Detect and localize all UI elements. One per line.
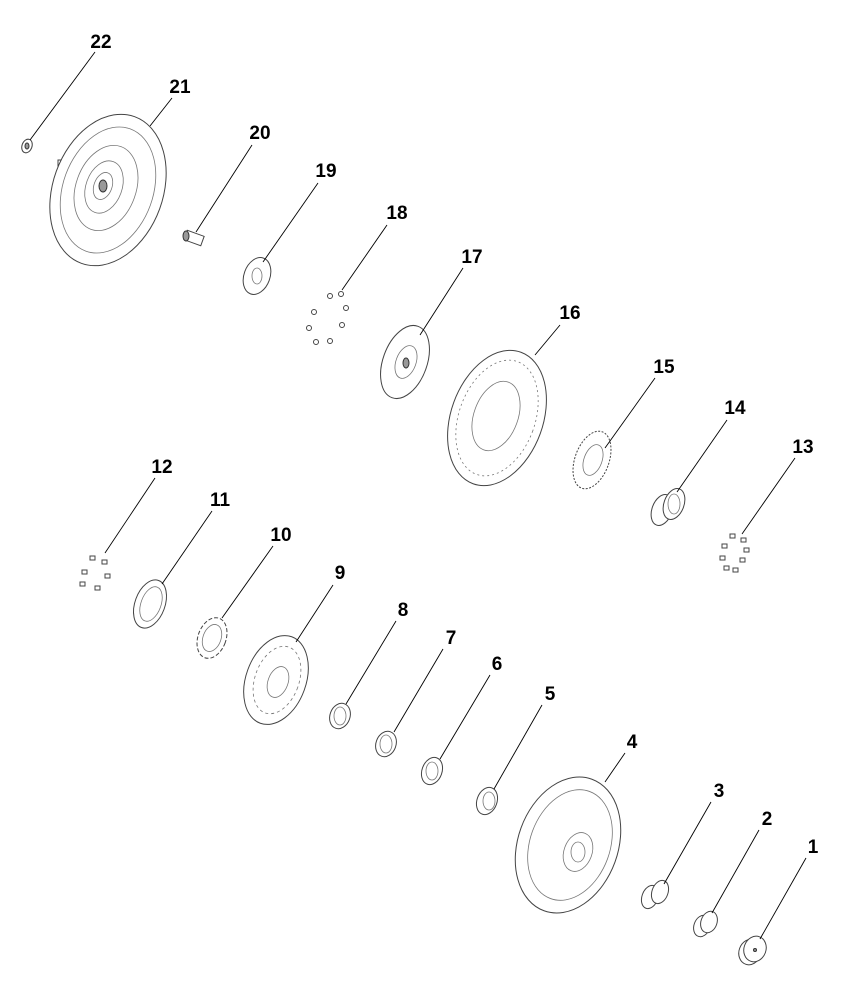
part-4 (514, 776, 622, 914)
callout-12: 12 (151, 457, 172, 478)
leader-15 (604, 377, 656, 449)
callout-labels: 1 2 3 4 5 6 7 8 9 10 11 12 13 14 15 16 1… (90, 32, 818, 858)
part-8 (329, 702, 351, 730)
part-16 (447, 349, 547, 487)
leader-14 (676, 419, 728, 493)
leader-22 (29, 51, 96, 141)
leader-1 (759, 857, 807, 940)
callout-14: 14 (724, 398, 746, 419)
callout-1: 1 (808, 837, 819, 858)
part-11 (133, 579, 167, 629)
leader-lines (29, 51, 807, 940)
callout-16: 16 (559, 303, 580, 324)
part-5 (475, 786, 499, 816)
part-6 (420, 756, 444, 786)
callout-8: 8 (398, 600, 409, 621)
part-20 (182, 229, 205, 247)
callout-4: 4 (627, 732, 638, 753)
part-18-bolts (306, 291, 349, 345)
callout-13: 13 (792, 437, 813, 458)
callout-15: 15 (653, 357, 675, 378)
callout-20: 20 (249, 123, 270, 144)
callout-2: 2 (762, 809, 773, 830)
callout-11: 11 (210, 490, 231, 511)
part-12-pieces (79, 555, 111, 591)
leader-7 (393, 648, 444, 733)
callout-22: 22 (90, 32, 111, 53)
leader-10 (221, 545, 274, 619)
callout-18: 18 (386, 203, 407, 224)
leader-12 (104, 477, 156, 554)
part-14 (650, 488, 686, 526)
leader-20 (195, 144, 253, 233)
callout-7: 7 (446, 628, 457, 649)
callout-5: 5 (545, 684, 556, 705)
leader-3 (663, 801, 712, 885)
part-3 (640, 879, 670, 910)
callout-17: 17 (461, 247, 482, 268)
leader-4 (604, 752, 626, 783)
leader-13 (741, 457, 796, 535)
leader-17 (419, 267, 464, 336)
part-13-pieces (719, 533, 750, 573)
part-9 (243, 635, 309, 725)
leader-16 (534, 324, 561, 356)
leader-2 (711, 829, 760, 914)
leader-9 (295, 584, 334, 643)
leader-11 (161, 510, 213, 585)
callout-19: 19 (315, 161, 336, 182)
callout-10: 10 (270, 525, 291, 546)
leader-5 (493, 704, 543, 790)
callout-21: 21 (169, 77, 191, 98)
part-2 (693, 910, 718, 938)
leader-19 (262, 182, 319, 263)
part-15 (572, 430, 612, 490)
leader-21 (149, 97, 173, 127)
part-21 (49, 113, 167, 267)
part-10 (196, 617, 228, 659)
leader-18 (341, 224, 388, 291)
part-22 (21, 138, 33, 154)
callout-3: 3 (714, 781, 725, 802)
callout-6: 6 (492, 654, 503, 675)
part-19 (242, 257, 272, 295)
callout-9: 9 (335, 563, 346, 584)
part-1 (738, 935, 767, 966)
part-7 (375, 730, 397, 758)
leader-6 (439, 674, 491, 760)
part-17 (380, 325, 430, 399)
leader-8 (345, 620, 397, 705)
